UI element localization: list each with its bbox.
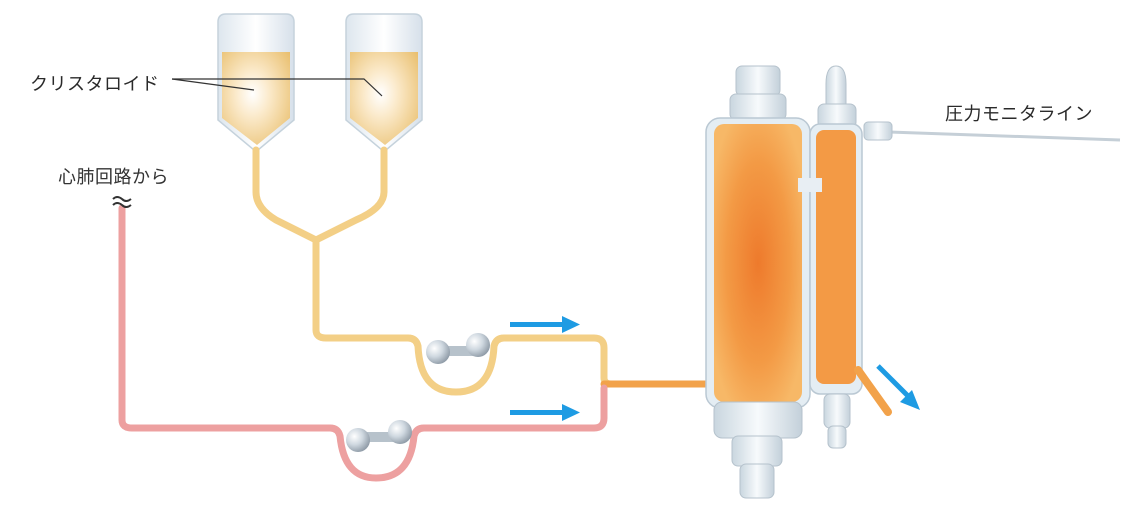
flow-arrow-icon <box>510 404 580 421</box>
from-circuit-label: 心肺回路から <box>58 167 169 188</box>
crystalloid-label: クリスタロイド <box>30 74 160 95</box>
crystalloid-leader-line <box>172 78 383 97</box>
flow-arrow-icon <box>876 364 920 410</box>
blood-tube <box>118 204 608 482</box>
flow-arrow-icon <box>510 316 580 333</box>
pump-roller-icon <box>346 420 412 452</box>
pressure-monitor-line <box>887 130 1121 142</box>
crystalloid-bag-right <box>345 13 423 151</box>
crystalloid-bag-left <box>217 13 295 151</box>
pump-roller-icon <box>426 333 490 364</box>
tilde-break-icon <box>112 196 132 208</box>
pressure-line-label: 圧力モニタライン <box>945 104 1093 125</box>
heat-exchanger-unit <box>705 65 892 499</box>
crystalloid-tube <box>252 146 716 396</box>
